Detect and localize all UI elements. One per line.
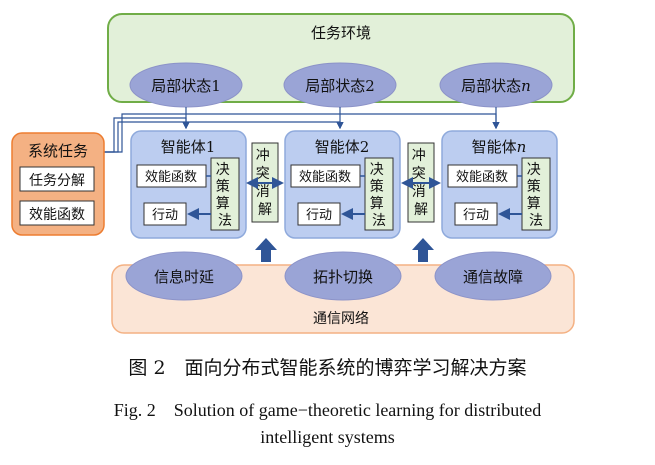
figure-caption-en: Fig. 2 Solution of game−theoretic learni… xyxy=(60,397,595,451)
decision-char: 法 xyxy=(529,213,543,229)
decision-char: 决 xyxy=(216,162,230,178)
conflict-char: 消 xyxy=(412,184,426,200)
conflict-char: 突 xyxy=(256,166,270,182)
state-to-agent-arrows xyxy=(182,107,500,130)
decision-char: 策 xyxy=(216,178,230,195)
utility-function-item: 效能函数 xyxy=(29,207,85,223)
local-state-n: 局部状态n xyxy=(439,62,553,108)
local-state-2: 局部状态2 xyxy=(283,62,397,108)
agent-title: 智能体2 xyxy=(315,138,370,156)
disturbance-info-delay: 信息时延 xyxy=(125,251,243,301)
agent-utility-function: 效能函数 xyxy=(145,170,197,185)
agent-utility-function: 效能函数 xyxy=(299,170,351,185)
agent-action: 行动 xyxy=(152,208,178,223)
conflict-char: 消 xyxy=(256,184,270,200)
figure-caption-cn: 图 2 面向分布式智能系统的博弈学习解决方案 xyxy=(128,357,527,379)
decision-char: 法 xyxy=(372,213,386,229)
task-environment-label: 任务环境 xyxy=(311,24,371,42)
conflict-char: 解 xyxy=(258,202,272,218)
agent-title: 智能体 xyxy=(472,138,517,156)
disturbance-label: 拓扑切换 xyxy=(313,268,373,286)
agent-action: 行动 xyxy=(463,208,489,223)
agent-title-suffix: n xyxy=(517,138,527,156)
decision-char: 策 xyxy=(370,178,384,195)
conflict-char: 解 xyxy=(414,202,428,218)
decision-char: 决 xyxy=(370,162,384,178)
svg-text:智能体n: 智能体n xyxy=(472,138,527,156)
disturbance-comm-failure: 通信故障 xyxy=(434,251,552,301)
svg-text:决 策 算 法: 决 策 算 法 xyxy=(216,162,234,229)
disturbance-label: 信息时延 xyxy=(154,268,214,286)
svg-text:决 策 算 法: 决 策 算 法 xyxy=(527,162,545,229)
local-state-1: 局部状态1 xyxy=(129,62,243,108)
local-state-label: 局部状态2 xyxy=(305,77,375,95)
network-label: 通信网络 xyxy=(313,311,369,327)
local-state-label: 局部状态 xyxy=(461,77,521,95)
agent-1: 智能体1 效能函数 行动 决 策 算 法 xyxy=(130,130,247,239)
disturbance-topology-switch: 拓扑切换 xyxy=(284,251,402,301)
decision-char: 算 xyxy=(216,196,230,212)
system-task-title: 系统任务 xyxy=(28,142,88,160)
disturbance-label: 通信故障 xyxy=(463,268,523,286)
agent-2: 智能体2 效能函数 行动 决 策 算 法 xyxy=(284,130,401,239)
decision-char: 决 xyxy=(527,162,541,178)
conflict-resolution-2: 冲 突 消 解 xyxy=(401,142,441,223)
agent-utility-function: 效能函数 xyxy=(456,170,508,185)
decision-char: 法 xyxy=(218,213,232,229)
conflict-char: 突 xyxy=(412,166,426,182)
agent-action: 行动 xyxy=(306,208,332,223)
conflict-char: 冲 xyxy=(412,148,426,164)
svg-text:决 策 算 法: 决 策 算 法 xyxy=(370,162,388,229)
agent-title: 智能体1 xyxy=(161,138,216,156)
agent-n: 智能体n 效能函数 行动 决 策 算 法 xyxy=(441,130,558,239)
network-up-arrow-2 xyxy=(412,238,434,262)
conflict-char: 冲 xyxy=(256,148,270,164)
figure-caption-en-line1: Fig. 2 Solution of game−theoretic learni… xyxy=(113,400,542,420)
task-decomposition-item: 任务分解 xyxy=(29,173,85,189)
decision-char: 策 xyxy=(527,178,541,195)
figure-caption-en-line2: intelligent systems xyxy=(260,427,395,447)
conflict-resolution-1: 冲 突 消 解 xyxy=(246,142,284,223)
decision-char: 算 xyxy=(370,196,384,212)
local-state-label: 局部状态1 xyxy=(151,77,221,95)
svg-text:局部状态n: 局部状态n xyxy=(461,77,531,95)
system-task-box: 系统任务 任务分解 效能函数 xyxy=(11,132,105,236)
decision-char: 算 xyxy=(527,196,541,212)
local-state-n-suffix: n xyxy=(521,77,531,95)
network-up-arrow-1 xyxy=(255,238,277,262)
